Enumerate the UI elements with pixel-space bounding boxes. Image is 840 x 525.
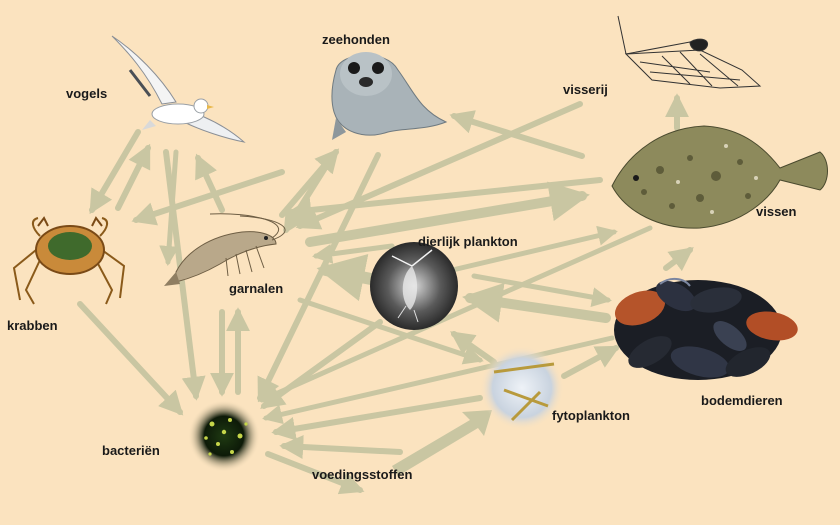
arrow-bodem-plankton [462, 282, 611, 323]
seagull-icon [111, 35, 246, 143]
arrow-krabben-bacterien [77, 301, 184, 416]
arrow-plankton-vissen [441, 225, 618, 275]
arrow-plankton-garnalen [316, 253, 382, 302]
arrow-vissen-bacterien [258, 225, 653, 403]
arrow-garnalen-plankton [312, 243, 395, 264]
arrow-visserij-vissen [295, 101, 583, 230]
phytoplankton-icon [480, 346, 564, 430]
arrow-voeding-bacterien [279, 435, 403, 459]
arrow-garnalen-vogels [195, 153, 225, 213]
arrow-vissen-zeehonden [449, 110, 585, 159]
label-voedingsstoffen: voedingsstoffen [312, 467, 413, 482]
arrow-fyto-bacterien [271, 395, 483, 441]
label-vogels: vogels [66, 86, 108, 101]
arrow-plankton-vissen-2 [471, 273, 612, 308]
arrow-bodem-bacterien [262, 335, 615, 425]
flatfish-light-spots [676, 144, 758, 214]
arrow-krabben-vogels [115, 143, 151, 211]
crab-icon [12, 216, 126, 305]
label-zeehonden: zeehonden [322, 32, 390, 47]
seal-icon [331, 52, 448, 140]
flatfish-icon [611, 125, 828, 229]
label-dierlijk-plankton: dierlijk plankton [418, 234, 518, 249]
arrow-bacterien-voeding [265, 451, 365, 495]
mussels-icon [614, 278, 798, 380]
arrow-vissen-krabben [131, 169, 285, 226]
label-garnalen: garnalen [229, 281, 284, 296]
label-krabben: krabben [7, 318, 58, 333]
arrow-fyto-bodem [561, 345, 621, 379]
label-bodemdieren: bodemdieren [701, 393, 783, 408]
phytoplankton-chains [493, 362, 555, 422]
arrows-group [77, 93, 694, 495]
arrow-vogels-krabben [89, 129, 141, 215]
fishing-net-icon [617, 15, 762, 89]
zooplankton-icon [370, 242, 458, 330]
arrow-vissen-garnalen-2 [159, 149, 180, 266]
label-visserij: visserij [563, 82, 608, 97]
label-vissen: vissen [756, 204, 797, 219]
bacteria-dots [204, 418, 248, 456]
arrow-bodem-vissen [663, 247, 694, 272]
arrow-zeehonden-garnalen [283, 157, 333, 235]
label-fytoplankton: fytoplankton [552, 408, 630, 423]
label-bacterien: bacteriën [102, 443, 160, 458]
flatfish-spots [641, 155, 751, 209]
arrow-garnalen-vissen [305, 181, 590, 247]
arrow-voeding-fyto [392, 410, 492, 476]
shrimp-icon [164, 213, 286, 286]
bacteria-icon [188, 400, 260, 472]
arrow-garnalen-bacterien-2 [297, 297, 484, 365]
